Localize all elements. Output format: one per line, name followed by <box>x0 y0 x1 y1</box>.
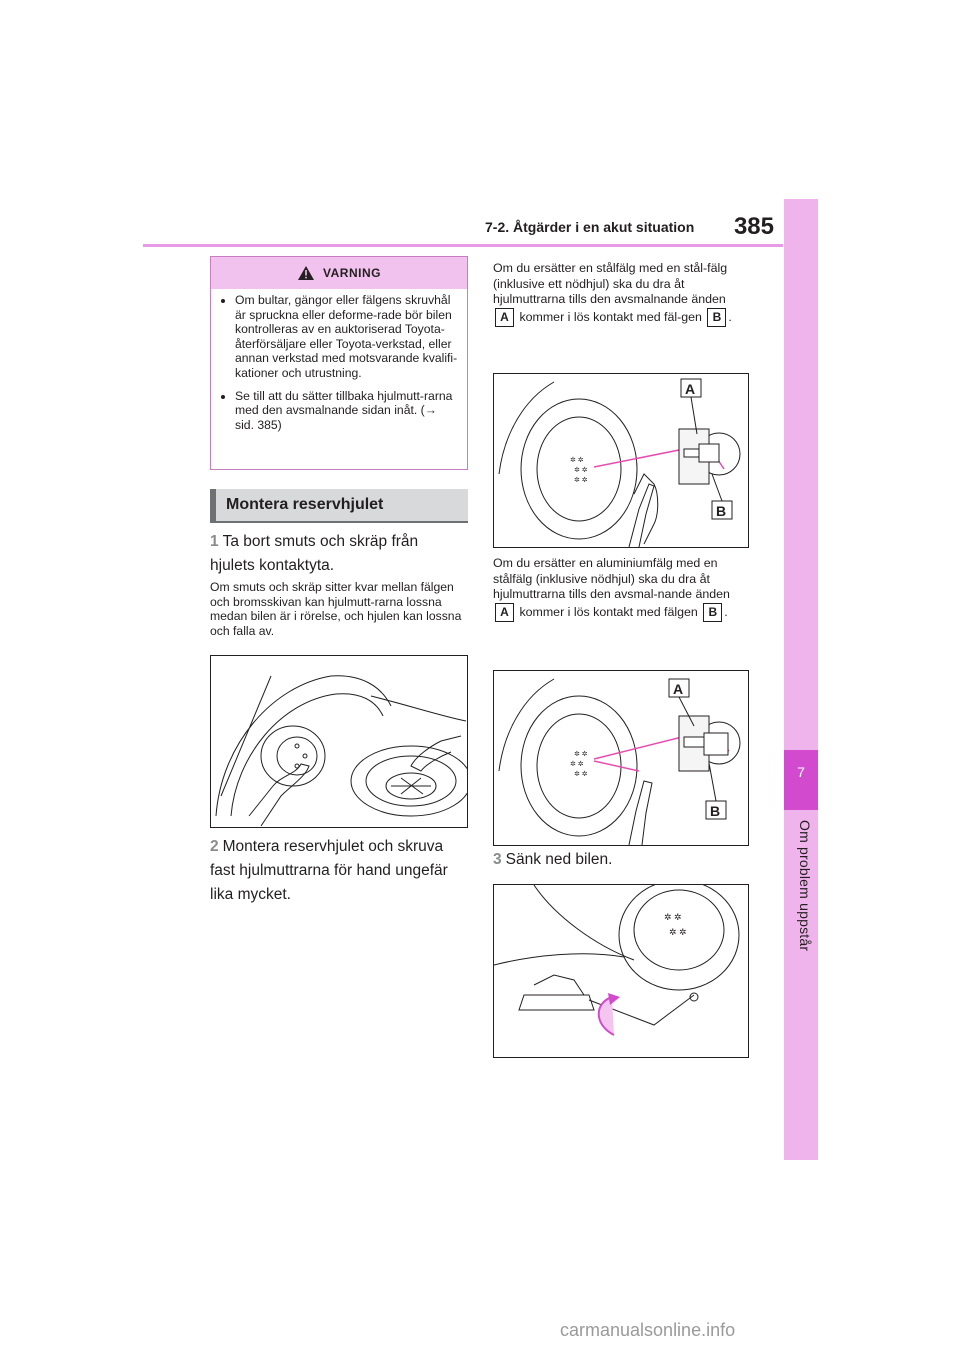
cleaning-wheel-illustration <box>215 675 472 827</box>
warning-label: VARNING <box>323 266 381 280</box>
warning-item: Om bultar, gängor eller fälgens skruvhål… <box>235 293 459 381</box>
svg-text:✲ ✲: ✲ ✲ <box>669 927 687 937</box>
subheading: Montera reservhjulet <box>210 489 468 523</box>
lowering-car-figure: ✲ ✲ ✲ ✲ <box>493 879 749 1058</box>
figure-label-b: B <box>716 503 726 519</box>
svg-text:✲ ✲: ✲ ✲ <box>574 466 588 474</box>
steel-rim-text: Om du ersätter en stålfälg med en stål-f… <box>493 261 728 306</box>
warning-item: Se till att du sätter tillbaka hjulmutt-… <box>235 389 459 433</box>
step-number: 1 <box>210 533 219 550</box>
label-b: B <box>703 602 723 622</box>
header-rule <box>143 244 783 247</box>
label-b: B <box>707 307 727 327</box>
alu-rim-text: kommer i lös kontakt med fälgen <box>519 604 698 619</box>
steel-rim-illustration: ✲ ✲ ✲ ✲ ✲ ✲ A B <box>498 378 741 548</box>
figure-label-a: A <box>673 681 683 697</box>
steel-rim-paragraph: Om du ersätter en stålfälg med en stål-f… <box>493 261 751 327</box>
alu-rim-text: . <box>724 604 728 619</box>
page-number: 385 <box>733 213 774 240</box>
svg-text:✲ ✲: ✲ ✲ <box>574 750 588 758</box>
svg-text:✲ ✲: ✲ ✲ <box>574 770 588 778</box>
chapter-number-tab <box>784 750 818 810</box>
figure-label-b: B <box>710 803 720 819</box>
svg-text:✲ ✲: ✲ ✲ <box>570 760 584 768</box>
svg-text:✲ ✲: ✲ ✲ <box>574 476 588 484</box>
label-a: A <box>495 602 514 622</box>
section-title: 7-2. Åtgärder i en akut situation <box>485 219 695 235</box>
steel-rim-figure: ✲ ✲ ✲ ✲ ✲ ✲ A B <box>493 373 749 548</box>
step-text: Sänk ned bilen. <box>505 851 613 868</box>
warning-box: VARNING Om bultar, gängor eller fälgens … <box>210 256 468 470</box>
warning-list: Om bultar, gängor eller fälgens skruvhål… <box>211 289 467 432</box>
steel-rim-text: kommer i lös kontakt med fäl-gen <box>519 309 702 324</box>
step-text: Ta bort smuts och skräp från hjulets kon… <box>210 533 419 574</box>
alu-rim-illustration: ✲ ✲ ✲ ✲ ✲ ✲ A B <box>498 678 741 846</box>
lowering-car-illustration: ✲ ✲ ✲ ✲ <box>493 879 740 1036</box>
steel-rim-text: . <box>728 309 732 324</box>
warning-header: VARNING <box>211 257 467 289</box>
chapter-title: Om problem uppstår <box>797 820 813 952</box>
alu-rim-paragraph: Om du ersätter en aluminiumfälg med en s… <box>493 556 751 622</box>
watermark: carmanualsonline.info <box>560 1320 736 1340</box>
figure-label-a: A <box>685 381 695 397</box>
alu-rim-text: Om du ersätter en aluminiumfälg med en s… <box>493 556 730 601</box>
svg-text:✲ ✲: ✲ ✲ <box>664 912 682 922</box>
step-number: 3 <box>493 851 502 868</box>
step-text: Montera reservhjulet och skruva fast hju… <box>210 838 448 903</box>
svg-text:✲ ✲: ✲ ✲ <box>570 456 584 464</box>
label-a: A <box>495 307 514 327</box>
chapter-side-tab <box>784 199 818 1160</box>
step-1-note: Om smuts och skräp sitter kvar mellan fä… <box>210 580 462 638</box>
warning-triangle-icon <box>298 266 315 280</box>
alu-rim-figure: ✲ ✲ ✲ ✲ ✲ ✲ A B <box>493 670 749 846</box>
step-number: 2 <box>210 838 219 855</box>
chapter-number: 7 <box>797 764 805 780</box>
cleaning-wheel-figure <box>210 655 472 828</box>
